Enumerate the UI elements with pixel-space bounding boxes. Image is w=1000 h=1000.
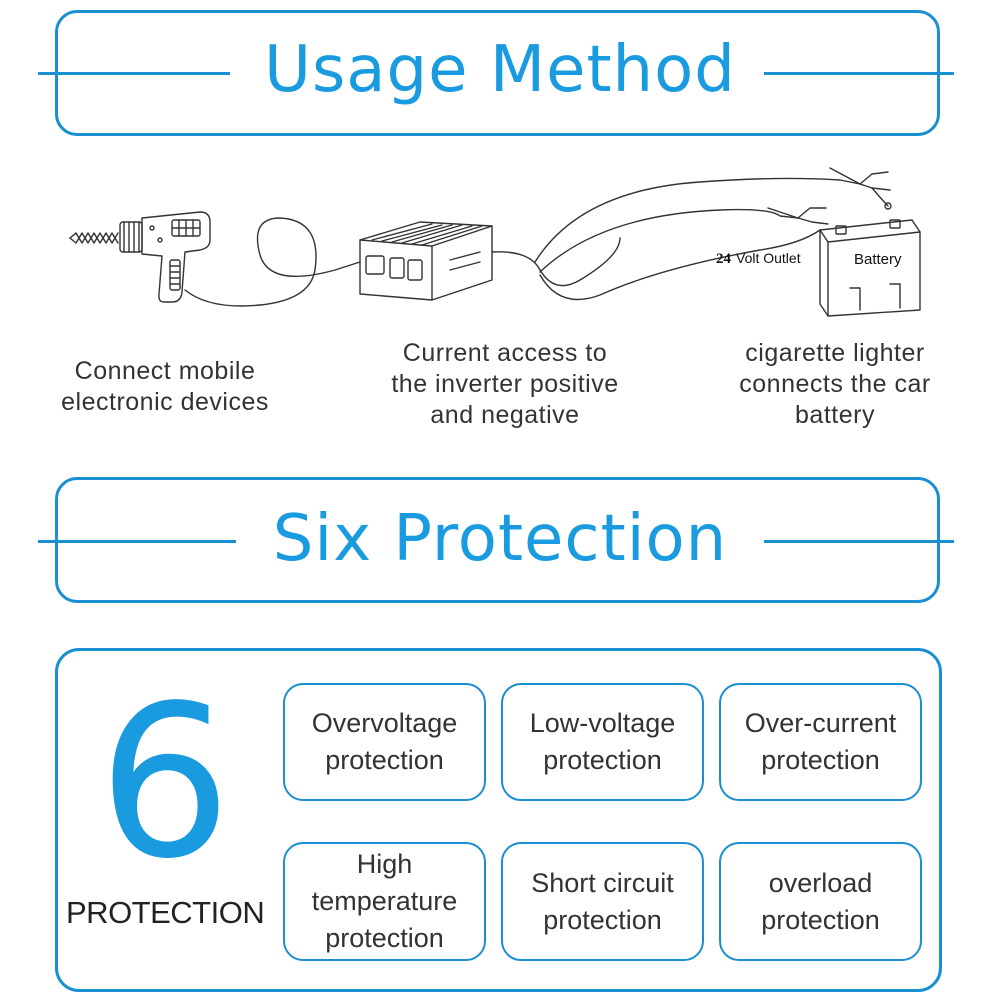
drill-bit-icon xyxy=(69,232,119,244)
clamp-icon xyxy=(829,167,892,210)
clamp-icon xyxy=(767,207,829,225)
battery-icon xyxy=(819,219,921,317)
outlet-label: Volt Outlet xyxy=(736,250,801,266)
banner-rule-right xyxy=(764,540,954,543)
drill-icon xyxy=(119,211,211,303)
battery-label: Battery xyxy=(854,251,902,268)
protection-count: 6 xyxy=(98,660,232,905)
outlet-number: 24 xyxy=(716,251,732,267)
banner-rule-left xyxy=(38,72,230,75)
usage-diagram: 24 Volt Outlet Battery xyxy=(69,167,921,317)
inverter-icon xyxy=(359,221,493,301)
usage-method-title: Usage Method xyxy=(264,33,736,107)
banner-rule-left xyxy=(38,540,236,543)
protection-panel xyxy=(55,648,942,992)
six-protection-title: Six Protection xyxy=(272,502,728,576)
banner-rule-right xyxy=(764,72,954,75)
protection-label: PROTECTION xyxy=(66,895,265,930)
